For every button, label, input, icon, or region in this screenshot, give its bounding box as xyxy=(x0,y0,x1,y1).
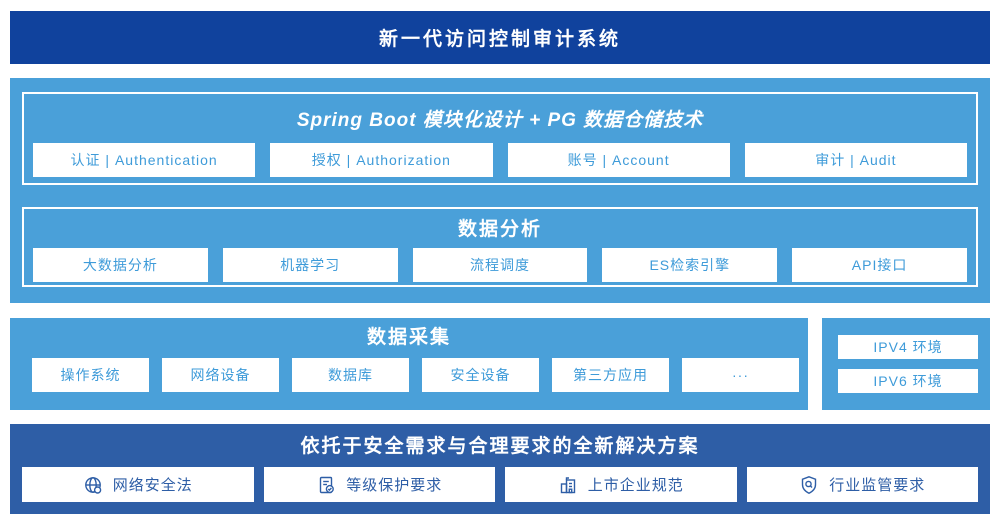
solution-section: 依托于安全需求与合理要求的全新解决方案 网络安全法 xyxy=(10,424,990,514)
classified-protection-button[interactable]: 等级保护要求 xyxy=(263,467,495,502)
springboot-button-row: 认证 | Authentication 授权 | Authorization 账… xyxy=(24,143,976,177)
network-device-button[interactable]: 网络设备 xyxy=(162,358,279,392)
bigdata-analysis-button[interactable]: 大数据分析 xyxy=(33,248,208,282)
api-interface-button[interactable]: API接口 xyxy=(792,248,967,282)
machine-learning-button[interactable]: 机器学习 xyxy=(222,248,398,282)
solution-button-label: 网络安全法 xyxy=(112,477,193,494)
authentication-button[interactable]: 认证 | Authentication xyxy=(33,143,256,177)
listed-company-standard-button[interactable]: 上市企业规范 xyxy=(505,467,737,502)
springboot-box: Spring Boot 模块化设计 + PG 数据仓储技术 认证 | Authe… xyxy=(22,92,978,185)
third-party-app-button[interactable]: 第三方应用 xyxy=(552,358,669,392)
authorization-button[interactable]: 授权 | Authorization xyxy=(270,143,493,177)
es-search-engine-button[interactable]: ES检索引擎 xyxy=(602,248,778,282)
more-sources-button[interactable]: ··· xyxy=(682,358,799,392)
audit-button[interactable]: 审计 | Audit xyxy=(744,143,967,177)
data-analysis-box: 数据分析 大数据分析 机器学习 流程调度 ES检索引擎 API接口 xyxy=(22,207,978,287)
ipv4-env-button[interactable]: IPV4 环境 xyxy=(838,335,978,359)
ip-environment-box: IPV4 环境 IPV6 环境 xyxy=(822,318,990,410)
security-device-button[interactable]: 安全设备 xyxy=(422,358,539,392)
solution-button-label: 上市企业规范 xyxy=(587,477,684,494)
shield-search-icon xyxy=(799,475,819,495)
network-security-law-button[interactable]: 网络安全法 xyxy=(22,467,254,502)
collection-button-row: 操作系统 网络设备 数据库 安全设备 第三方应用 ··· xyxy=(10,358,808,392)
account-button[interactable]: 账号 | Account xyxy=(507,143,730,177)
page-title: 新一代访问控制审计系统 xyxy=(378,29,621,50)
solution-button-label: 行业监管要求 xyxy=(829,477,926,494)
database-button[interactable]: 数据库 xyxy=(292,358,409,392)
solution-button-row: 网络安全法 等级保护要求 xyxy=(10,467,990,502)
data-analysis-title: 数据分析 xyxy=(457,219,542,240)
workflow-scheduling-button[interactable]: 流程调度 xyxy=(412,248,588,282)
solution-button-label: 等级保护要求 xyxy=(346,477,443,494)
operating-system-button[interactable]: 操作系统 xyxy=(32,358,149,392)
platform-section: Spring Boot 模块化设计 + PG 数据仓储技术 认证 | Authe… xyxy=(10,78,990,303)
checklist-icon xyxy=(316,475,336,495)
ipv6-env-button[interactable]: IPV6 环境 xyxy=(838,369,978,393)
solution-title: 依托于安全需求与合理要求的全新解决方案 xyxy=(300,436,700,457)
analysis-button-row: 大数据分析 机器学习 流程调度 ES检索引擎 API接口 xyxy=(24,248,976,282)
globe-icon xyxy=(83,475,103,495)
data-collection-title: 数据采集 xyxy=(366,327,451,348)
data-collection-section: 数据采集 操作系统 网络设备 数据库 安全设备 第三方应用 ··· xyxy=(10,318,808,410)
springboot-title: Spring Boot 模块化设计 + PG 数据仓储技术 xyxy=(296,110,704,131)
top-banner: 新一代访问控制审计系统 xyxy=(10,11,990,64)
industry-regulation-button[interactable]: 行业监管要求 xyxy=(746,467,978,502)
building-icon xyxy=(558,475,578,495)
